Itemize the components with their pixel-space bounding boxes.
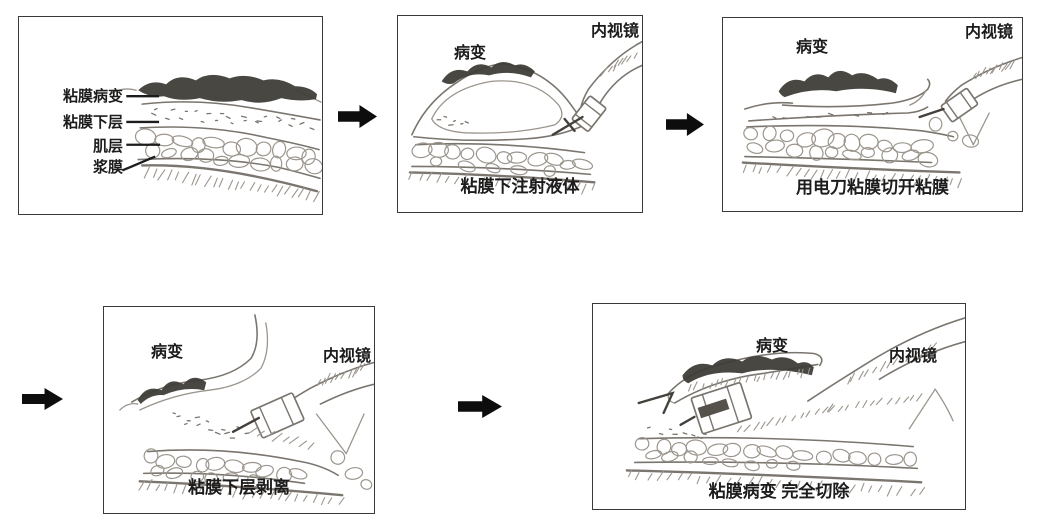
serosa-hatch — [628, 469, 926, 497]
lesion-band — [441, 61, 535, 84]
layer-label-submucosa: 粘膜下层 — [62, 114, 123, 131]
layer-label-serosa: 浆膜 — [92, 159, 123, 176]
dissection-knife — [231, 416, 261, 433]
lesion-label: 病变 — [454, 45, 487, 62]
cut-edge-mark — [637, 391, 675, 415]
resection-sketch — [625, 317, 965, 497]
endoscope — [679, 317, 965, 435]
muscle-stones-row1 — [743, 125, 934, 154]
lesion-band — [778, 70, 898, 98]
resected-flap — [667, 351, 823, 404]
flow-arrow-2 — [666, 113, 704, 136]
muscle-layer — [142, 413, 365, 485]
flap-underside-hatch — [688, 367, 811, 392]
step5-caption: 粘膜病变 完全切除 — [708, 482, 850, 501]
muscle-stones-row2 — [746, 139, 939, 168]
panel-step4-submucosal-dissection: 病变 内视镜 粘膜下层剥离 — [103, 306, 375, 514]
needle-cross-mark — [563, 117, 576, 133]
flow-arrow-4 — [458, 395, 502, 418]
panel-step5-complete-resection: 病变 内视镜 粘膜病变 完全切除 — [592, 303, 966, 510]
electric-knife — [918, 107, 945, 119]
submucosa-speckle — [772, 111, 889, 120]
lifted-flap — [119, 314, 269, 411]
dissected-fibers — [249, 427, 315, 450]
flow-arrow-3 — [22, 388, 63, 410]
serosa-hatch — [143, 166, 320, 203]
submucosa-speckle — [151, 107, 315, 131]
lesion-label: 病变 — [151, 344, 184, 361]
scope-shading — [847, 342, 938, 385]
lesion-band — [138, 74, 318, 103]
serosa-line — [625, 469, 923, 484]
endoscope-label: 内视镜 — [889, 348, 938, 365]
dissection-sketch — [119, 314, 374, 506]
submucosa-speckle — [646, 426, 707, 440]
layer-label-mucosal-lesion: 粘膜病变 — [62, 88, 123, 105]
endoscope-label: 内视镜 — [323, 348, 372, 365]
lesion-label: 病变 — [756, 338, 789, 355]
muscle-stones-row1 — [134, 128, 316, 166]
muscle-stones-row2 — [429, 156, 557, 177]
lesion-band — [137, 377, 207, 405]
endoscope — [551, 40, 642, 136]
cut-mucosa-edge-hatch2 — [826, 393, 923, 413]
flow-arrow-1 — [338, 105, 377, 128]
layer-label-muscle: 肌层 — [92, 138, 123, 155]
lifted-mucosa-dome — [411, 61, 584, 142]
panel-step3-mucosal-incision: 病变 内视镜 用电刀粘膜切开粘膜 — [722, 17, 1023, 212]
mucosa-with-lesion — [744, 70, 931, 122]
muscle-layer — [137, 126, 321, 180]
step2-caption: 粘膜下注射液体 — [460, 177, 580, 196]
muscle-stones-row1 — [143, 448, 308, 484]
scope-shading — [600, 52, 638, 77]
serosa-line — [138, 480, 344, 497]
debris-stones — [928, 116, 980, 148]
layer-labels: 粘膜病变 粘膜下层 肌层 浆膜 — [19, 17, 125, 214]
mucosa-layer — [109, 74, 322, 121]
injection-sketch — [408, 40, 642, 195]
endoscope-label: 内视镜 — [965, 24, 1014, 41]
serosa-hatch — [408, 171, 596, 195]
layer-pointer-lines — [121, 95, 161, 172]
muscle-stones-row1 — [411, 141, 594, 170]
tissue-layers-sketch — [109, 74, 322, 203]
scope-cap — [250, 392, 305, 439]
scope-cap — [940, 87, 979, 123]
endoscope-label: 内视镜 — [591, 23, 640, 40]
panel-step2-submucosal-injection: 病变 内视镜 粘膜下注射液体 — [397, 15, 643, 213]
lesion-label: 病变 — [796, 39, 829, 56]
muscle-layer — [744, 108, 990, 164]
scope-shading — [971, 59, 1016, 81]
step3-caption: 用电刀粘膜切开粘膜 — [796, 178, 949, 197]
endoscope — [231, 361, 374, 450]
serosa-line — [741, 161, 961, 174]
muscle-layer — [411, 142, 592, 176]
knife-cylinder — [697, 398, 730, 419]
panel-step1-tissue-layers: 粘膜病变 粘膜下层 肌层 浆膜 — [18, 16, 323, 215]
muscle-stones-row1 — [634, 436, 918, 467]
scope-shading — [316, 363, 366, 387]
lesion-band — [682, 355, 814, 384]
submucosa-speckle — [172, 412, 250, 439]
cut-mucosa-edge-hatch1 — [736, 405, 835, 433]
dome-speckle — [436, 115, 469, 126]
debris-stones — [330, 450, 373, 490]
muscle-stones-row2 — [645, 449, 801, 472]
muscle-stones-row2 — [145, 142, 322, 175]
scope-cap — [571, 95, 607, 132]
serosa-hatch — [138, 479, 345, 506]
knife-tip — [679, 415, 696, 427]
serosa-line — [140, 164, 319, 193]
injection-needle — [551, 115, 584, 136]
right-tissue-fold — [908, 388, 954, 430]
step4-caption: 粘膜下层剥离 — [188, 478, 290, 497]
incision-sketch — [741, 56, 1022, 189]
serosa-hatch — [742, 164, 962, 189]
muscle-layer — [633, 436, 919, 470]
endoscope — [918, 56, 1022, 123]
